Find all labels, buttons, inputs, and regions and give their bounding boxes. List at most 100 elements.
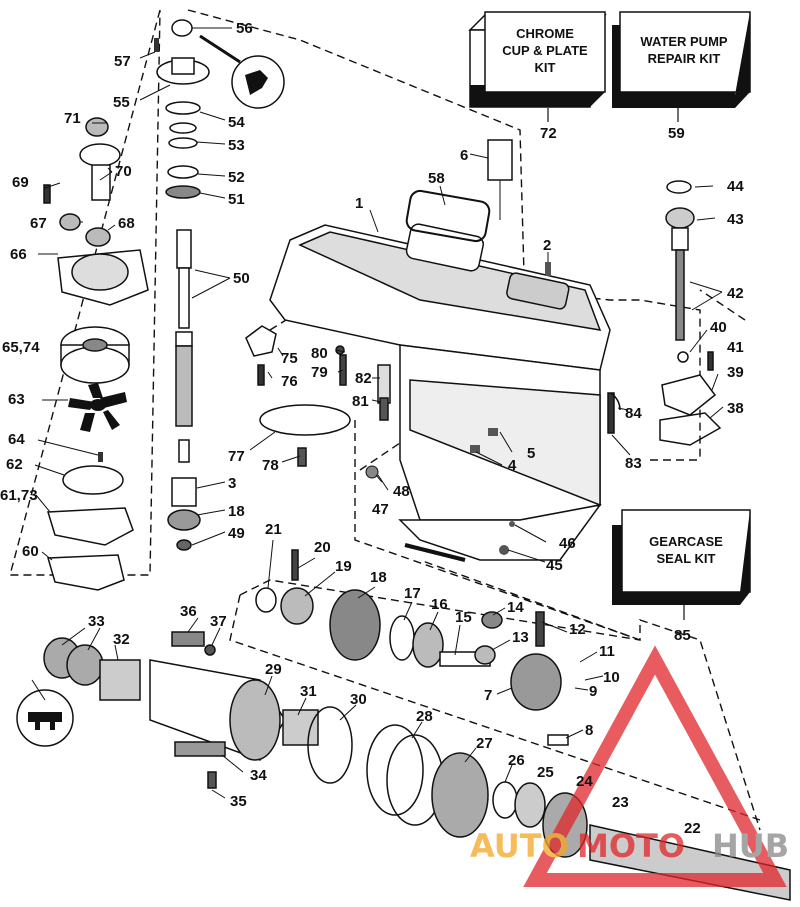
plate-61 bbox=[47, 507, 134, 546]
label-27: 27 bbox=[476, 735, 493, 752]
screw-5 bbox=[488, 428, 498, 436]
label-54: 54 bbox=[228, 114, 245, 131]
label-43: 43 bbox=[727, 211, 744, 228]
label-31: 31 bbox=[300, 683, 317, 700]
label-17: 17 bbox=[404, 585, 421, 602]
label-30: 30 bbox=[350, 691, 367, 708]
label-39: 39 bbox=[727, 364, 744, 381]
label-1: 1 bbox=[355, 195, 363, 212]
label-42: 42 bbox=[727, 285, 744, 302]
label-32: 32 bbox=[113, 631, 130, 648]
gearcase-kit-line2: SEAL KIT bbox=[657, 551, 716, 566]
label-71: 71 bbox=[64, 110, 81, 127]
label-53: 53 bbox=[228, 137, 245, 154]
label-7: 7 bbox=[484, 687, 492, 704]
label-61: 61,73 bbox=[0, 487, 38, 504]
label-67: 67 bbox=[30, 215, 47, 232]
label-51: 51 bbox=[228, 191, 245, 208]
gearcase-kit-box: GEARCASE SEAL KIT bbox=[612, 509, 751, 605]
label-83: 83 bbox=[625, 455, 642, 472]
label-8: 8 bbox=[585, 722, 593, 739]
watermark-moto: MOTO bbox=[577, 827, 685, 865]
label-20: 20 bbox=[314, 539, 331, 556]
shift-rod-parts bbox=[659, 180, 722, 446]
label-15: 15 bbox=[455, 609, 472, 626]
label-3: 3 bbox=[228, 475, 236, 492]
impeller-63 bbox=[68, 383, 127, 432]
label-81: 81 bbox=[352, 393, 369, 410]
label-69: 69 bbox=[12, 174, 29, 191]
label-78: 78 bbox=[262, 457, 279, 474]
label-37: 37 bbox=[210, 613, 227, 630]
watermark-logo: AUTO MOTO HUB bbox=[470, 645, 789, 887]
label-2: 2 bbox=[543, 237, 551, 254]
chrome-kit-line1: CHROME bbox=[516, 26, 574, 41]
lower-unit-parts bbox=[43, 549, 791, 901]
label-9: 9 bbox=[589, 683, 597, 700]
chrome-kit-box: CHROME CUP & PLATE KIT bbox=[468, 11, 607, 108]
gear-housing bbox=[269, 223, 611, 562]
grommet-6 bbox=[487, 139, 513, 220]
label-4: 4 bbox=[508, 457, 517, 474]
gasket-60 bbox=[47, 554, 125, 591]
label-76: 76 bbox=[281, 373, 298, 390]
water-pump-kit-line1: WATER PUMP bbox=[640, 34, 727, 49]
screw-47 bbox=[365, 465, 379, 479]
label-50: 50 bbox=[233, 270, 250, 287]
watermark-hub: HUB bbox=[712, 827, 789, 865]
label-64: 64 bbox=[8, 431, 25, 448]
label-47: 47 bbox=[372, 501, 389, 518]
water-pump-kit-ref: 59 bbox=[668, 125, 685, 142]
label-63: 63 bbox=[8, 391, 25, 408]
leader-lines bbox=[31, 27, 724, 799]
label-26: 26 bbox=[508, 752, 525, 769]
screw-4 bbox=[470, 445, 480, 453]
label-48: 48 bbox=[393, 483, 410, 500]
gasket-58 bbox=[405, 189, 491, 243]
label-16: 16 bbox=[431, 596, 448, 613]
driveshaft-stack bbox=[156, 19, 210, 551]
label-5: 5 bbox=[527, 445, 535, 462]
gearcase-kit-line1: GEARCASE bbox=[649, 534, 723, 549]
chrome-kit-ref: 72 bbox=[540, 125, 557, 142]
label-41: 41 bbox=[727, 339, 744, 356]
gearcase-kit-ref: 85 bbox=[674, 627, 691, 644]
label-11: 11 bbox=[599, 643, 615, 660]
plug-46 bbox=[509, 521, 515, 527]
label-57: 57 bbox=[114, 53, 131, 70]
label-44: 44 bbox=[727, 178, 744, 195]
label-65: 65,74 bbox=[2, 339, 40, 356]
label-13: 13 bbox=[512, 629, 529, 646]
label-82: 82 bbox=[355, 370, 372, 387]
label-36: 36 bbox=[180, 603, 197, 620]
key-64 bbox=[98, 452, 103, 462]
chrome-kit-line2: CUP & PLATE bbox=[502, 43, 588, 58]
pin-2 bbox=[545, 262, 551, 276]
label-56: 56 bbox=[236, 20, 253, 37]
label-70: 70 bbox=[115, 163, 132, 180]
label-58: 58 bbox=[428, 170, 445, 187]
label-21: 21 bbox=[265, 521, 282, 538]
lubricant-icon bbox=[199, 34, 285, 109]
label-66: 66 bbox=[10, 246, 27, 263]
label-19: 19 bbox=[335, 558, 352, 575]
label-45: 45 bbox=[546, 557, 563, 574]
label-24: 24 bbox=[576, 773, 593, 790]
label-6: 6 bbox=[460, 147, 468, 164]
label-34: 34 bbox=[250, 767, 267, 784]
label-12: 12 bbox=[569, 621, 586, 638]
label-22: 22 bbox=[684, 820, 701, 837]
label-68: 68 bbox=[118, 215, 135, 232]
label-23: 23 bbox=[612, 794, 629, 811]
label-79: 79 bbox=[311, 364, 328, 381]
label-40: 40 bbox=[710, 319, 727, 336]
bearing-icon bbox=[16, 689, 74, 747]
label-10: 10 bbox=[603, 669, 620, 686]
label-80: 80 bbox=[311, 345, 328, 362]
label-49: 49 bbox=[228, 525, 245, 542]
shift-parts bbox=[245, 325, 621, 467]
watermark-auto: AUTO bbox=[470, 827, 569, 865]
label-33: 33 bbox=[88, 613, 105, 630]
